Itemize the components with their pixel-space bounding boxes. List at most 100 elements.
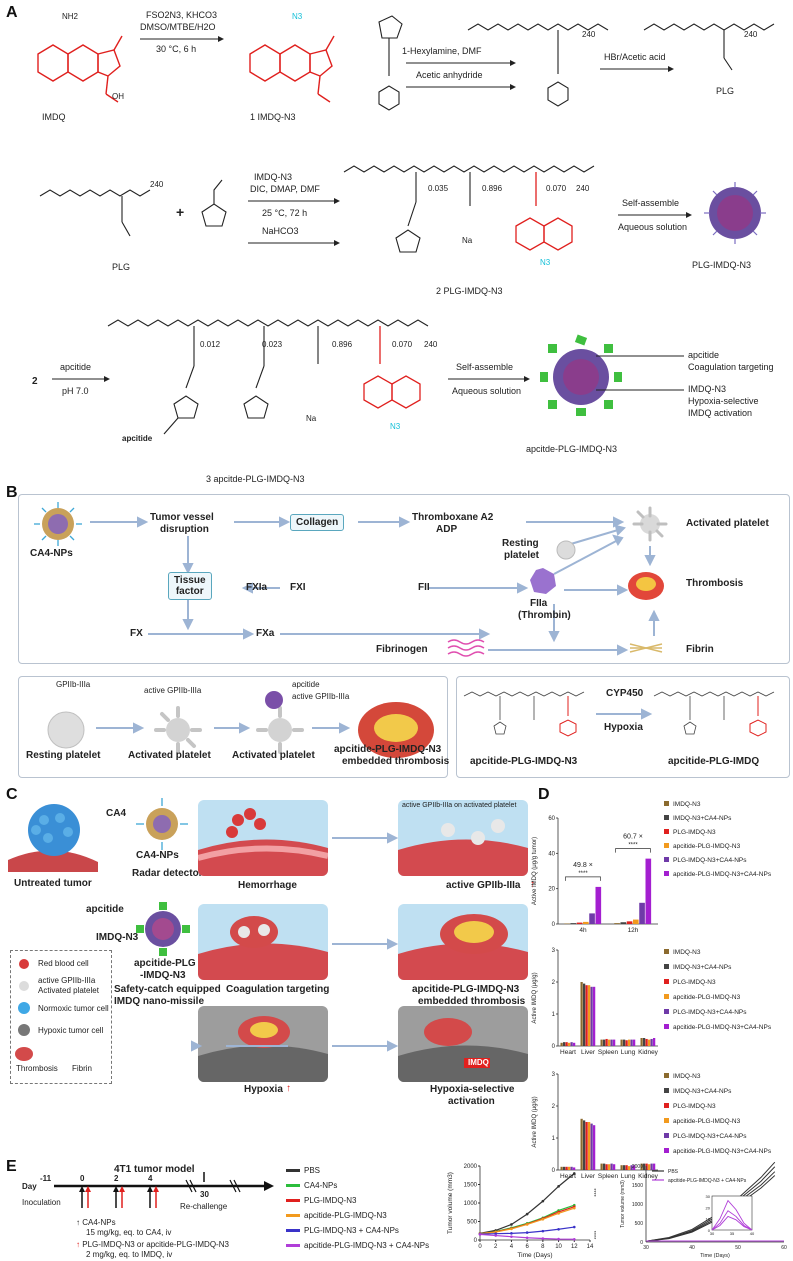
bar	[633, 1039, 636, 1046]
b-hypoxia: Hypoxia	[604, 722, 643, 733]
bar	[595, 886, 602, 924]
inset-x-tick: 30	[710, 1231, 715, 1236]
e-legend-label: PLG-IMDQ-N3 + CA4-NPs	[304, 1226, 399, 1235]
arrow-a9	[448, 376, 530, 382]
e-legend-swatch	[286, 1184, 300, 1188]
x-tick-label: Liver	[581, 1173, 596, 1180]
na-label: Na	[462, 236, 473, 245]
x-tick-label: Heart	[560, 1173, 576, 1180]
legend-label: IMDQ-N3+CA4-NPs	[673, 964, 732, 971]
fold-label: 60.7 ×	[623, 834, 643, 841]
legend-label: IMDQ-N3	[673, 1073, 701, 1080]
imdq-structure	[37, 35, 123, 103]
activation-structures	[463, 691, 775, 737]
c-nano2: -IMDQ-N3	[140, 970, 186, 981]
cond1: 30 °C, 6 h	[156, 44, 197, 54]
bar	[600, 1039, 603, 1046]
cond2: 25 °C, 72 h	[262, 208, 308, 218]
legend-label: IMDQ-N3+CA4-NPs	[673, 1088, 732, 1095]
bar	[590, 986, 593, 1046]
sig-label: ****	[628, 843, 638, 849]
c-active-gp-note: active GPIIb-IIIa on activated platelet	[402, 802, 517, 809]
c-safety1: Safety-catch equipped	[114, 984, 221, 995]
y-tick-label: 0	[640, 1240, 643, 1246]
b-fxi: FXI	[290, 582, 306, 593]
y-tick-label: 0	[474, 1238, 478, 1244]
e-d30: 30	[200, 1190, 209, 1199]
panel-label-a: A	[6, 4, 18, 21]
bar	[605, 1164, 608, 1170]
panel-label-e: E	[6, 1158, 17, 1175]
arrow-a5	[248, 198, 340, 204]
bar	[580, 982, 583, 1046]
series-point	[525, 1223, 529, 1226]
bar	[603, 1039, 606, 1046]
y-axis-label: Active IMDQ (μg/g tumor)	[532, 837, 538, 905]
sig-label: ****	[590, 1231, 596, 1240]
bar	[625, 1165, 628, 1170]
bar	[625, 1040, 628, 1046]
self-assemble-1: Self-assemble	[622, 198, 680, 208]
series-point	[557, 1212, 560, 1215]
b-act2: Activated platelet	[232, 750, 315, 761]
n3-label: N3	[292, 12, 303, 21]
inset-line	[711, 1210, 753, 1231]
c-ca4nps: CA4-NPs	[136, 850, 179, 861]
series-point	[557, 1237, 560, 1241]
e-plgdose: 2 mg/kg, eq. to IMDQ, iv	[86, 1250, 173, 1259]
legend-swatch	[664, 979, 669, 984]
bar	[640, 1163, 643, 1170]
nca-structure	[378, 15, 403, 111]
fraction-070b: 0.070	[392, 340, 413, 349]
y-tick-label: 0	[552, 1044, 556, 1050]
bar	[633, 919, 639, 924]
arrow-a2	[406, 60, 516, 66]
np1-label: PLG-IMDQ-N3	[692, 260, 752, 270]
bar	[570, 1166, 573, 1170]
series-point	[541, 1199, 545, 1203]
series-point	[494, 1232, 498, 1236]
bar	[630, 1165, 633, 1170]
oh-label: OH	[112, 92, 124, 101]
c-hemorrhage-scene	[198, 800, 328, 876]
ann-apcitide: apcitide	[688, 350, 720, 360]
bar	[565, 1042, 568, 1046]
b-fibrinogen: Fibrinogen	[376, 644, 428, 655]
ca4-nps-icon	[34, 502, 82, 546]
apcitide-s-label: apcitide	[122, 434, 153, 443]
bar	[593, 1125, 596, 1170]
y-tick-label: 2	[552, 980, 556, 986]
legend-label: PLG-IMDQ-N3+CA4-NPs	[673, 1009, 747, 1016]
series-point	[572, 1225, 576, 1229]
series-point	[557, 1185, 560, 1188]
tissue-line2: factor	[175, 586, 204, 597]
tissue-line1: Tissue	[174, 575, 206, 586]
e-ca4-text: CA4-NPs	[82, 1218, 116, 1227]
x-tick-label: Heart	[560, 1049, 576, 1056]
c-embedded-scene	[398, 904, 528, 980]
bar	[628, 1039, 631, 1046]
arrow-a7	[618, 212, 692, 218]
c-hsel1: Hypoxia-selective	[430, 1084, 515, 1095]
legend-label: PLG-IMDQ-N3	[673, 829, 716, 836]
b-disruption2: disruption	[160, 524, 209, 535]
bar	[588, 1122, 591, 1170]
bar	[653, 1038, 656, 1046]
e-plg-text: PLG-IMDQ-N3 or apcitide-PLG-IMDQ-N3	[82, 1240, 229, 1249]
inset-y-tick: 30	[706, 1194, 711, 1199]
series-point	[541, 1217, 545, 1221]
series-point	[525, 1236, 529, 1240]
bar	[600, 1163, 603, 1170]
series-point	[510, 1223, 513, 1226]
b-act1: Activated platelet	[128, 750, 211, 761]
c-radar: Radar detector	[132, 868, 203, 879]
x-tick-label: 4	[510, 1244, 514, 1250]
reagents1b: DMSO/MTBE/H2O	[140, 22, 216, 32]
y-tick-label: 2000	[464, 1164, 478, 1170]
e-legend-label: PBS	[304, 1166, 321, 1175]
bar	[564, 923, 570, 924]
bar	[613, 1039, 616, 1046]
legend-swatch	[664, 949, 669, 954]
